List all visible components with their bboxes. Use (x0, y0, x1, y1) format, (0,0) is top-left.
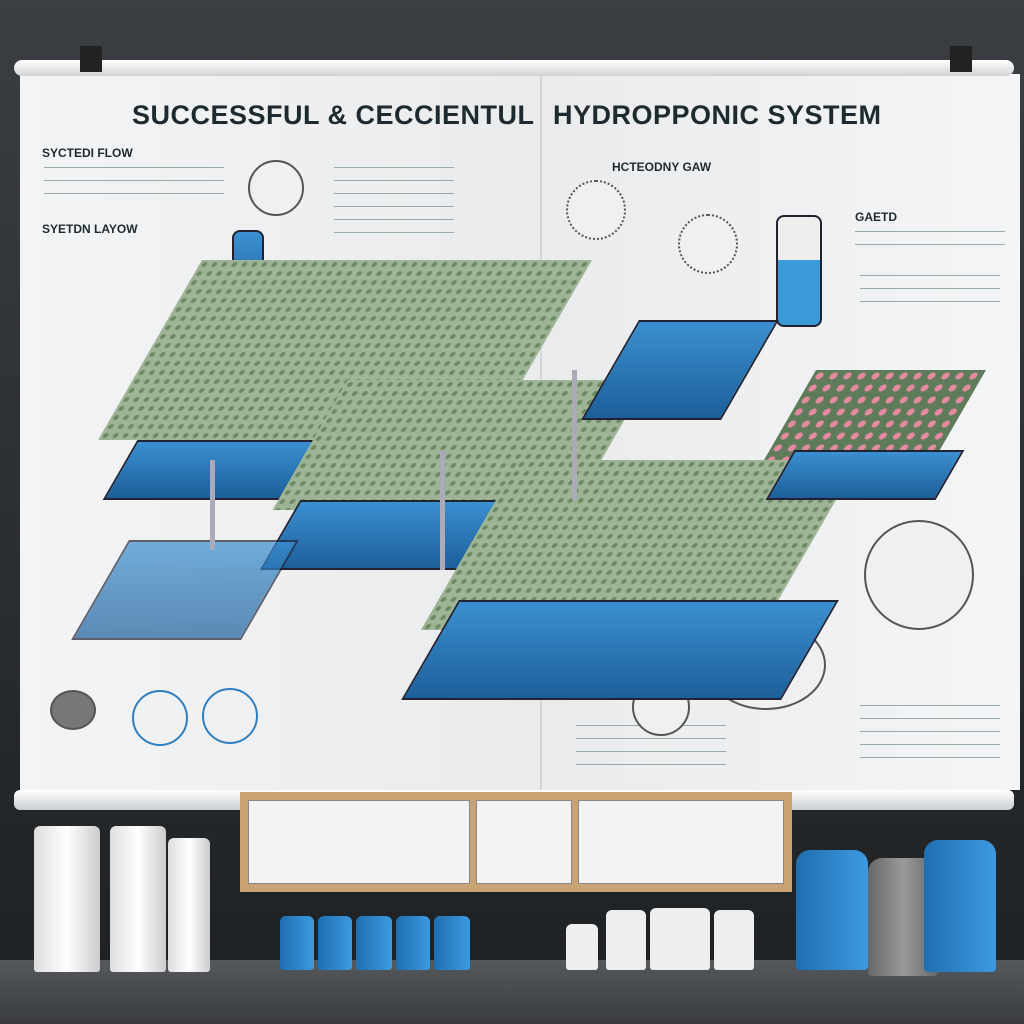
label-grid: GAETD (855, 210, 897, 224)
label-hydroponic: HCTEODNY GAW (612, 160, 712, 174)
blueprint-sheet (578, 800, 784, 884)
white-jar (606, 910, 646, 970)
text-block (44, 162, 224, 202)
title-right: HYDROPPONIC SYSTEM (553, 100, 882, 130)
water-tank (776, 215, 822, 327)
blue-jar (280, 916, 314, 970)
blue-drum (924, 840, 996, 972)
plant-pot (50, 690, 96, 730)
pipe (210, 460, 215, 550)
white-jar (566, 924, 598, 970)
white-jar (650, 908, 710, 970)
white-container (110, 826, 166, 972)
blue-jar (396, 916, 430, 970)
text-block (334, 162, 454, 242)
blue-drum (796, 850, 868, 970)
grow-tray (401, 600, 839, 700)
blue-jar (356, 916, 392, 970)
pipe (440, 450, 445, 570)
label-system-flow: SYCTEDI FLOW (42, 146, 133, 160)
hanger-clip (80, 46, 102, 72)
blue-jar (434, 916, 470, 970)
blueprint-sheet (248, 800, 470, 884)
text-block (860, 700, 1000, 760)
diagram-circle (248, 160, 304, 216)
diagram-circle (566, 180, 626, 240)
white-container (34, 826, 100, 972)
blue-jar (318, 916, 352, 970)
pipe (572, 370, 577, 500)
blueprint-sheet (476, 800, 572, 884)
white-jar (714, 910, 754, 970)
text-block (855, 226, 1005, 256)
title-left: SUCCESSFUL & CECCIENTUL (132, 100, 535, 130)
grow-tray (765, 450, 965, 500)
white-container (168, 838, 210, 972)
diagram-circle (678, 214, 738, 274)
diagram-circle (864, 520, 974, 630)
diagram-circle (202, 688, 258, 744)
text-block (860, 270, 1000, 310)
top-roller (14, 60, 1014, 76)
hanger-clip (950, 46, 972, 72)
diagram-circle (132, 690, 188, 746)
label-system-layout: SYETDN LAYOW (42, 222, 138, 236)
